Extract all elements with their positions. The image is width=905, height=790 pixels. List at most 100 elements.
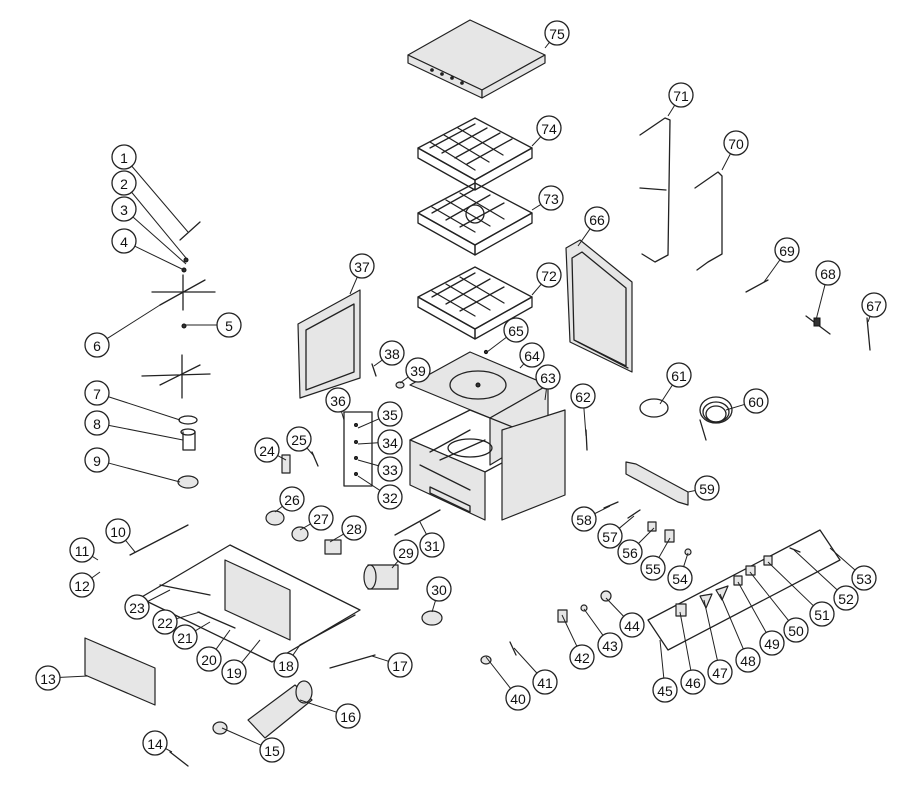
callout-number: 38 (384, 346, 400, 362)
leader-line-70 (721, 153, 731, 171)
callout-circle (680, 669, 706, 695)
callout-37: 37 (349, 253, 375, 279)
leader-line-22 (176, 611, 201, 620)
callout-number: 33 (382, 462, 398, 478)
part-pipe-71 (639, 117, 671, 263)
leader-line-52 (793, 549, 838, 591)
callout-circle (84, 332, 110, 358)
callout-circle (861, 292, 887, 318)
callout-number: 69 (779, 243, 795, 259)
leader-line-45 (659, 639, 665, 679)
callout-circle (105, 518, 131, 544)
leader-line-18 (292, 644, 301, 656)
leader-line-37 (349, 276, 358, 295)
callout-9: 9 (84, 447, 110, 473)
callout-62: 62 (570, 383, 596, 409)
callout-6: 6 (84, 332, 110, 358)
callout-number: 71 (673, 88, 689, 104)
callout-number: 2 (120, 176, 128, 192)
callout-circle (111, 228, 137, 254)
callout-42: 42 (569, 644, 595, 670)
part-56 (647, 521, 657, 532)
leader-line-31 (419, 521, 427, 535)
leader-line-43 (583, 608, 604, 636)
part-door (565, 239, 633, 373)
callout-1: 1 (111, 144, 137, 170)
callout-10: 10 (105, 518, 131, 544)
leader-line-63 (544, 388, 547, 401)
callout-circle (377, 401, 403, 427)
part-side-panel (297, 289, 361, 399)
leader-line-3 (132, 216, 187, 265)
callout-number: 74 (541, 121, 557, 137)
leader-line-32 (357, 475, 381, 491)
callout-40: 40 (505, 685, 531, 711)
leader-line-6 (106, 304, 161, 339)
callout-circle (387, 652, 413, 678)
callout-number: 34 (382, 435, 398, 451)
callout-18: 18 (273, 652, 299, 678)
callout-28: 28 (341, 515, 367, 541)
callout-number: 30 (431, 582, 447, 598)
part-rack-top (417, 117, 533, 191)
part-27 (291, 526, 309, 542)
callout-39: 39 (405, 357, 431, 383)
callout-number: 64 (524, 348, 540, 364)
callout-12: 12 (69, 572, 95, 598)
callout-circle (597, 523, 623, 549)
part-rail-10 (129, 524, 189, 556)
callout-circle (535, 364, 561, 390)
callout-number: 25 (291, 432, 307, 448)
leader-line-69 (763, 259, 781, 283)
callout-number: 73 (543, 191, 559, 207)
callout-circle (111, 196, 137, 222)
callout-circle (597, 632, 623, 658)
callout-27: 27 (308, 505, 334, 531)
leader-line-41 (513, 647, 538, 674)
callout-number: 66 (589, 212, 605, 228)
leader-line-33 (357, 459, 379, 467)
leader-line-53 (829, 547, 856, 571)
callout-number: 15 (264, 743, 280, 759)
part-24 (281, 454, 291, 474)
part-44 (600, 590, 612, 602)
callout-circle (668, 82, 694, 108)
callout-38: 38 (379, 340, 405, 366)
callout-14: 14 (142, 730, 168, 756)
callout-74: 74 (536, 115, 562, 141)
leader-line-19 (241, 639, 261, 664)
callout-number: 60 (748, 394, 764, 410)
part-valve-68 (805, 315, 831, 335)
callout-56: 56 (617, 539, 643, 565)
part-14 (169, 751, 189, 767)
callout-circle (505, 685, 531, 711)
callout-75: 75 (544, 20, 570, 46)
callout-number: 42 (574, 650, 590, 666)
part-58 (603, 501, 619, 509)
callout-number: 48 (740, 653, 756, 669)
leader-line-14 (165, 748, 173, 753)
callout-circle (84, 410, 110, 436)
callout-15: 15 (259, 737, 285, 763)
callout-number: 31 (424, 538, 440, 554)
callout-7: 7 (84, 380, 110, 406)
part-main-body (409, 409, 566, 521)
callout-number: 54 (672, 571, 688, 587)
part-54 (684, 548, 692, 556)
callout-number: 68 (820, 266, 836, 282)
callout-55: 55 (640, 555, 666, 581)
leader-line-28 (329, 533, 344, 543)
callout-circle (571, 506, 597, 532)
callout-circle (667, 565, 693, 591)
callout-number: 20 (201, 652, 217, 668)
leader-line-64 (519, 363, 525, 369)
callout-number: 47 (712, 665, 728, 681)
callout-47: 47 (707, 659, 733, 685)
callout-circle (84, 380, 110, 406)
part-rack-bottom (417, 266, 533, 340)
leader-line-9 (108, 462, 181, 483)
callout-number: 41 (537, 675, 553, 691)
leader-line-35 (357, 418, 380, 429)
callout-circle (111, 170, 137, 196)
leader-line-8 (108, 424, 184, 441)
